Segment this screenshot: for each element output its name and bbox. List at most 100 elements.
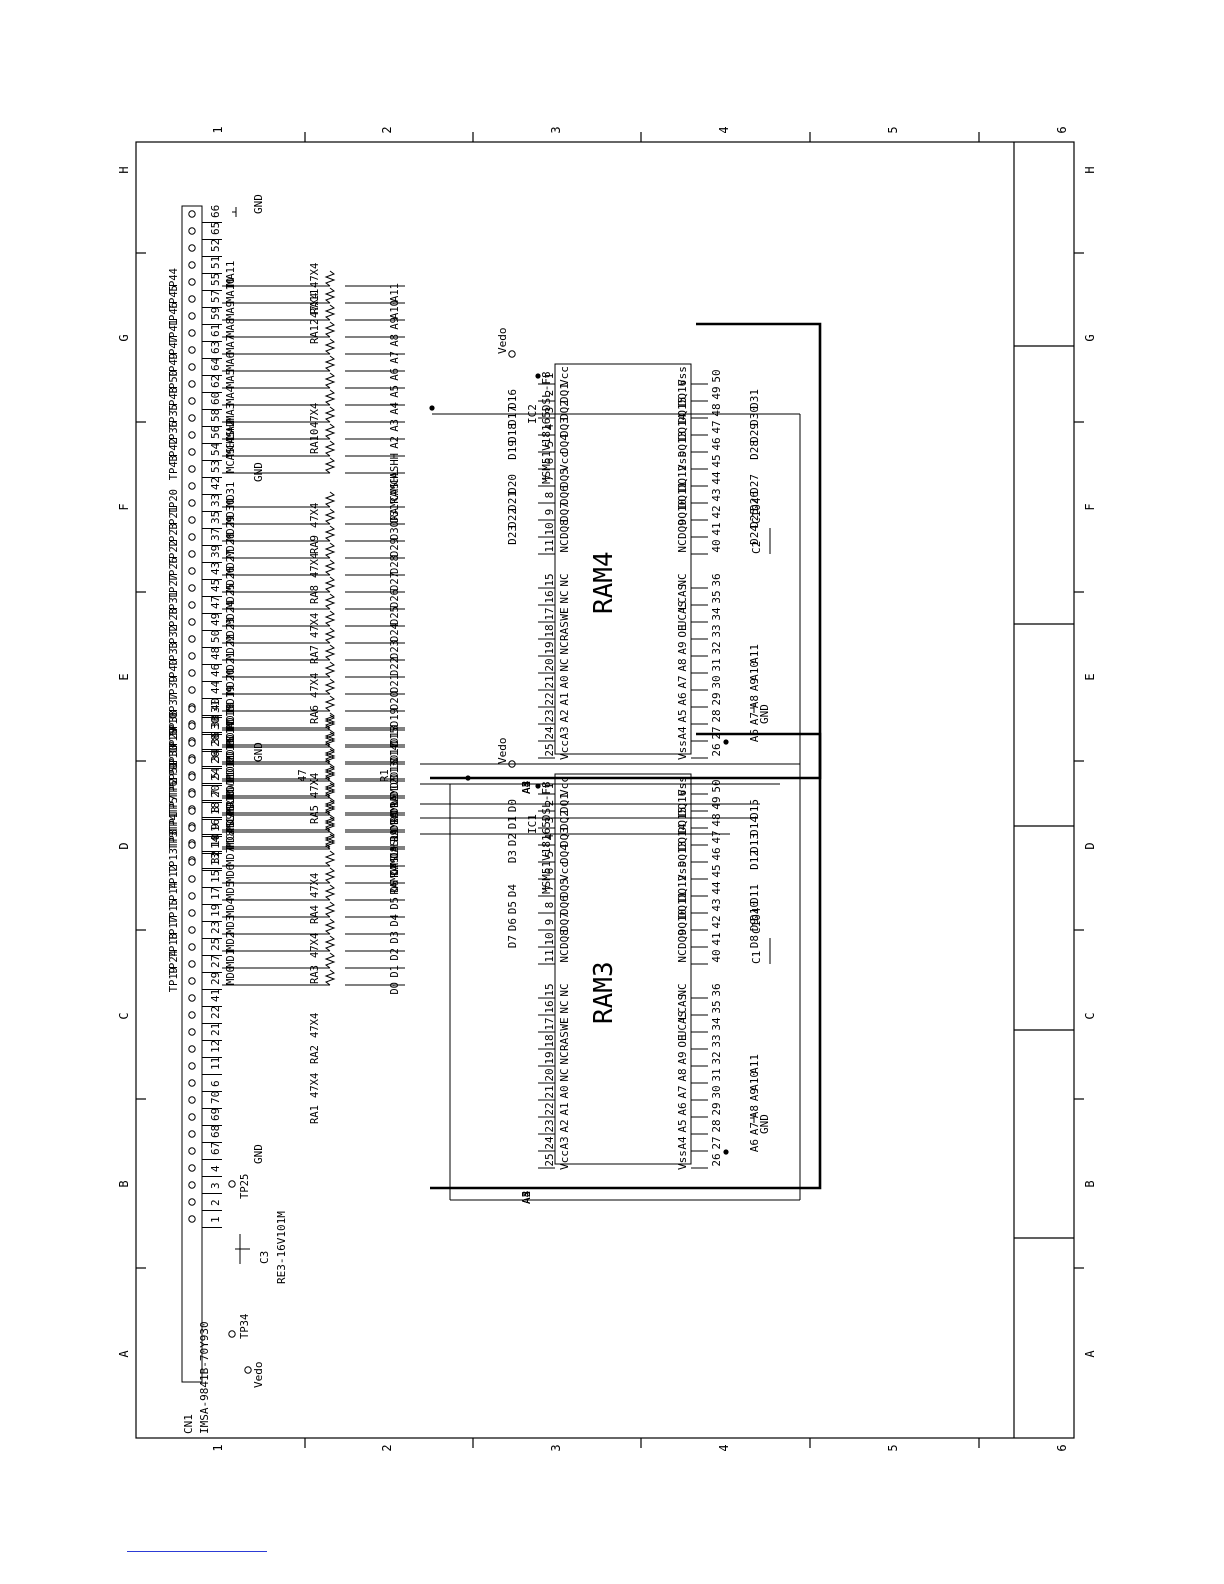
ic-pin-number: 5 [543, 441, 556, 448]
ic-pin-name: DQ11 [676, 482, 689, 509]
ic-pin-number: 27 [710, 1136, 723, 1149]
ic-pin-name: A9 [676, 1051, 689, 1064]
ram3-title: RAM3 [589, 961, 619, 1024]
connector-pin-ring [188, 363, 196, 371]
column-marker-top: 1 [211, 126, 225, 133]
pin-number: 9 [209, 823, 222, 830]
test-point-label: TP44 [168, 268, 180, 293]
resistor-element [324, 935, 336, 952]
connector-signal-name: MD27 [225, 550, 237, 575]
pin-number: 2 [209, 1199, 222, 1206]
ic-pin-name: DQ1 [558, 383, 571, 403]
resistor-element [324, 661, 336, 678]
ic-pin-number: 1 [543, 783, 556, 790]
resistor-array-ref: RA10 [309, 429, 321, 454]
test-point-label: TP22 [168, 540, 180, 565]
test-point-label: TP33 [168, 642, 180, 667]
connector-signal-name: MD7 [225, 847, 237, 866]
row-marker-left: G [117, 334, 131, 341]
ic-pin-name: Vss [676, 451, 689, 471]
ic-pin-number: 29 [710, 1102, 723, 1115]
resistor-element [324, 814, 336, 831]
connector-pin-ring [188, 1181, 196, 1189]
junction-dot [535, 783, 541, 789]
test-point-label: TP28 [168, 608, 180, 633]
ic-pin-name: RAS [558, 621, 571, 641]
ic-pin-number: 6 [543, 868, 556, 875]
test-point-label: TP16 [168, 729, 180, 754]
ic-addr-net: D11 [748, 884, 761, 904]
ic-pin-number: 3 [543, 407, 556, 414]
pin-number: 24 [209, 767, 222, 781]
footer-link-underline[interactable] [127, 1551, 267, 1552]
resistor-array-ref: RA4 [309, 905, 321, 924]
test-point-label: TP35 [168, 404, 180, 429]
resistor-element [324, 270, 336, 287]
test-point-label: TP45 [168, 285, 180, 310]
resistor-array-value: 47X4 [309, 263, 321, 288]
pin-number: 66 [209, 205, 222, 218]
pin-number: 68 [209, 1125, 222, 1138]
row-marker-right: H [1083, 166, 1097, 173]
test-point-label: TP2 [168, 778, 180, 797]
ic-data-net: D2 [506, 833, 519, 846]
test-point-label: TP12 [168, 865, 180, 890]
vedo-ring [244, 1366, 252, 1374]
connector-pin-ring [188, 705, 196, 713]
ic-pin-number: 35 [710, 590, 723, 603]
ic-low-address-net: A5 [520, 781, 533, 794]
ic-addr-net: D28 [748, 440, 761, 460]
ic-pin-number: 7 [543, 475, 556, 482]
pin-number: 65 [209, 222, 222, 235]
resistor-element [324, 406, 336, 423]
ic-pin-number: 49 [710, 386, 723, 399]
connector-pin-ring [188, 960, 196, 968]
connector-signal-name: MA7 [225, 335, 237, 354]
pin-number: 25 [209, 938, 222, 951]
pin-number: 6 [209, 1080, 222, 1087]
connector-signal-name: MD21 [225, 652, 237, 677]
connector-pin-ring [188, 909, 196, 917]
connector-signal-name: MD6 [225, 864, 237, 883]
ic-pin-name: A9 [676, 641, 689, 654]
resistor-array-ref: RA1 [309, 1105, 321, 1124]
resistor-array-value: 47X4 [309, 503, 321, 528]
ic-pin-number: 26 [710, 1153, 723, 1166]
resistor-element [324, 729, 336, 746]
ic-pin-number: 22 [543, 1102, 556, 1115]
ic-pin-number: 33 [710, 624, 723, 637]
connector-pin-ring [188, 567, 196, 575]
test-point-label: TP17 [168, 916, 180, 941]
ic-addr-net: D12 [748, 850, 761, 870]
ic-pin-number: 1 [543, 373, 556, 380]
resistor-element [324, 782, 336, 799]
resistor-array-value: 47X4 [309, 613, 321, 638]
ic-pin-name: Vss [676, 776, 689, 796]
ic-addr-net: A11 [748, 1054, 761, 1074]
resistor-element [324, 695, 336, 712]
test-point-label: TP37 [168, 693, 180, 718]
pin-number: 26 [209, 751, 222, 764]
ic-addr-net: D27 [748, 474, 761, 494]
test-point-label: TP20 [168, 489, 180, 514]
connector-pin-ring [188, 482, 196, 490]
ic-pin-name: LCAS [676, 994, 689, 1021]
connector-pin-ring [188, 669, 196, 677]
ic-pin-name: NC [558, 539, 571, 552]
ic-data-net: D17 [506, 406, 519, 426]
resistor-element [324, 491, 336, 508]
ic-pin-name: NC [558, 983, 571, 996]
connector-signal-name: MD22 [225, 635, 237, 660]
row-marker-right: B [1083, 1180, 1097, 1187]
pin-number: 67 [209, 1142, 222, 1155]
connector-pin-ring [188, 739, 196, 747]
ic-pin-name: DQ13 [676, 431, 689, 458]
connector-signal-name: MA10 [225, 278, 237, 303]
ic-pin-name: Vcc [558, 740, 571, 760]
bus-net-label: D6 [389, 880, 401, 893]
pin-number: 61 [209, 324, 222, 337]
pin-number: 30 [209, 717, 222, 730]
test-point-label: TP23 [168, 523, 180, 548]
